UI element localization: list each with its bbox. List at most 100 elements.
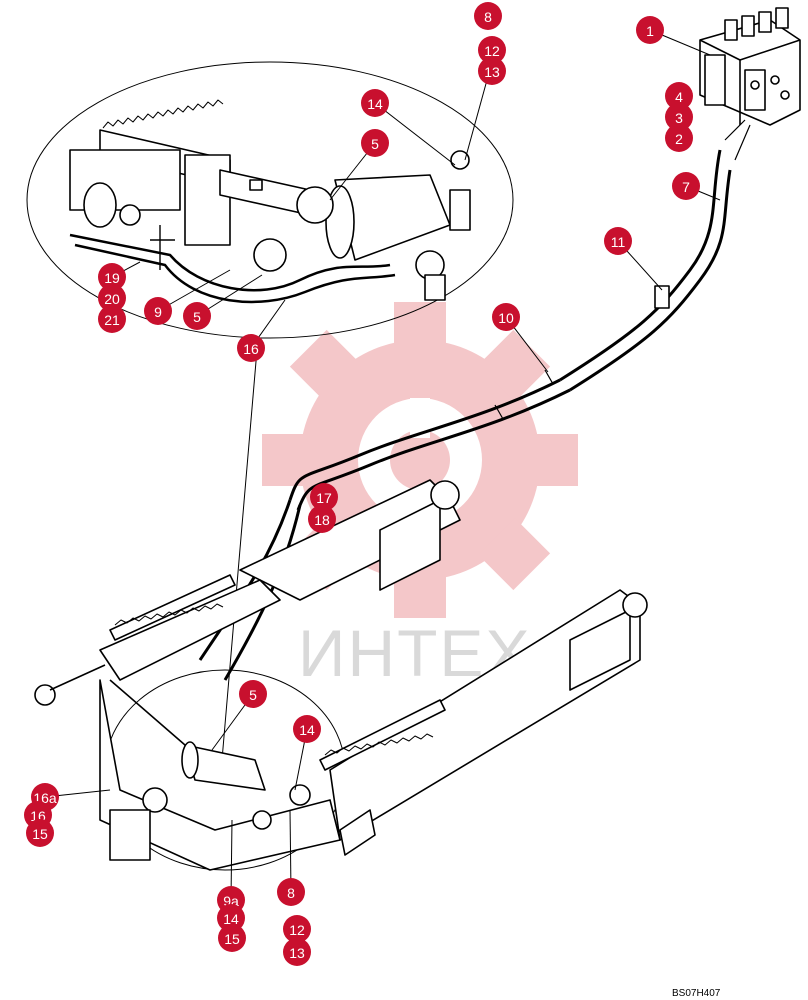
hose-clamp-11 <box>654 285 670 309</box>
callout-label: 14 <box>367 96 383 112</box>
callout-label: 17 <box>316 490 332 506</box>
callout-5: 5 <box>239 680 267 708</box>
callout-11: 11 <box>604 227 632 255</box>
callout-circle <box>217 904 245 932</box>
callout-label: 15 <box>224 931 240 947</box>
callout-circle <box>26 819 54 847</box>
callout-label: 13 <box>289 945 305 961</box>
rack-pads <box>109 574 446 856</box>
callout-21: 21 <box>98 305 126 333</box>
callout-12: 12 <box>283 915 311 943</box>
callout-label: 11 <box>611 234 626 250</box>
hose-7b <box>569 169 732 392</box>
callout-circle <box>604 227 632 255</box>
callout-circle <box>361 129 389 157</box>
callout-14: 14 <box>361 89 389 117</box>
callout-label: 5 <box>371 136 379 152</box>
callout-label: 21 <box>104 312 120 328</box>
callout-8: 8 <box>277 878 305 906</box>
callout-circle <box>283 915 311 943</box>
callout-circle <box>665 82 693 110</box>
callout-circle <box>239 680 267 708</box>
callout-15: 15 <box>26 819 54 847</box>
callout-circle <box>98 284 126 312</box>
callout-label: 15 <box>32 826 48 842</box>
frame-upper <box>239 479 461 601</box>
callout-circle <box>478 57 506 85</box>
callout-17: 17 <box>310 483 338 511</box>
hose-down-left <box>198 499 292 661</box>
drawing-reference: BS07H407 <box>672 988 721 999</box>
callout-circle <box>237 334 265 362</box>
callout-circle <box>218 924 246 952</box>
callout-circle <box>636 16 664 44</box>
callout-10: 10 <box>492 303 520 331</box>
callout-label: 13 <box>484 64 500 80</box>
callout-20: 20 <box>98 284 126 312</box>
control-valve-block <box>699 7 801 126</box>
callout-16: 16 <box>237 334 265 362</box>
callout-circle <box>310 483 338 511</box>
callout-circle <box>144 297 172 325</box>
callout-5: 5 <box>183 302 211 330</box>
callout-circle <box>293 715 321 743</box>
callout-circle <box>283 938 311 966</box>
callout-circle <box>361 89 389 117</box>
callout-label: 20 <box>104 291 120 307</box>
callout-circle <box>665 124 693 152</box>
callout-label: 9 <box>154 304 162 320</box>
callout-label: 16 <box>243 341 259 357</box>
callout-label: 18 <box>314 512 330 528</box>
callout-label: 1 <box>646 23 654 39</box>
callout-label: 12 <box>289 922 305 938</box>
callout-label: 7 <box>682 179 690 195</box>
callout-14: 14 <box>217 904 245 932</box>
callout-3: 3 <box>665 103 693 131</box>
callout-5: 5 <box>361 129 389 157</box>
callout-circle <box>183 302 211 330</box>
callout-7: 7 <box>672 172 700 200</box>
frame-lower <box>99 579 648 871</box>
callout-12: 12 <box>478 36 506 64</box>
callout-circle <box>474 2 502 30</box>
callout-circle <box>672 172 700 200</box>
detail-leader-upper <box>221 337 259 761</box>
callout-label: 10 <box>498 310 514 326</box>
callout-circle <box>308 505 336 533</box>
callout-label: 4 <box>675 89 683 105</box>
callout-label: 3 <box>675 110 683 126</box>
callout-label: 8 <box>287 885 295 901</box>
hose-7a <box>559 149 722 382</box>
callout-14: 14 <box>293 715 321 743</box>
callout-18: 18 <box>308 505 336 533</box>
callout-label: 14 <box>299 722 315 738</box>
detail-bubble-upper <box>26 61 514 339</box>
callout-circle <box>98 263 126 291</box>
callout-circle <box>98 305 126 333</box>
callout-1: 1 <box>636 16 664 44</box>
callout-4: 4 <box>665 82 693 110</box>
callout-circle <box>478 36 506 64</box>
detail-upper-parts <box>69 99 471 301</box>
callout-15: 15 <box>218 924 246 952</box>
detail-upper-hoses <box>69 233 391 292</box>
callout-13: 13 <box>283 938 311 966</box>
callout-8: 8 <box>474 2 502 30</box>
callout-label: 5 <box>249 687 257 703</box>
callout-label: 8 <box>484 9 492 25</box>
callout-label: 14 <box>223 911 239 927</box>
callout-13: 13 <box>478 57 506 85</box>
callout-label: 19 <box>104 270 120 286</box>
callout-label: 5 <box>193 309 201 325</box>
callout-2: 2 <box>665 124 693 152</box>
callout-19: 19 <box>98 263 126 291</box>
callout-9: 9 <box>144 297 172 325</box>
callout-circle <box>277 878 305 906</box>
hose-run-10 <box>288 378 561 501</box>
callout-circle <box>665 103 693 131</box>
callout-label: 12 <box>484 43 500 59</box>
callout-circle <box>492 303 520 331</box>
callout-label: 2 <box>675 131 683 147</box>
